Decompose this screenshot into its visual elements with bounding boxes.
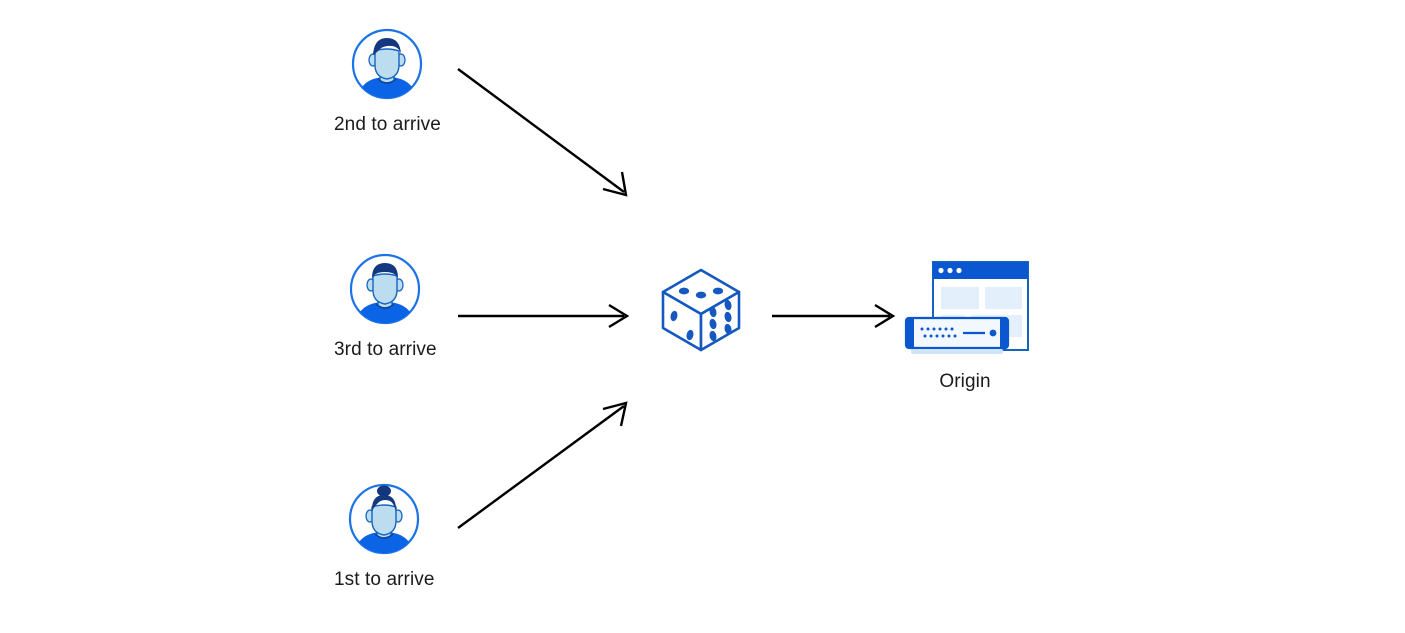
server-device-icon [904, 316, 1010, 354]
arrow-2nd-to-dice [457, 68, 628, 197]
node-randomizer[interactable] [658, 265, 744, 355]
node-label: 3rd to arrive [334, 339, 437, 360]
node-visitor-2nd[interactable]: 2nd to arrive [334, 27, 441, 134]
arrow-3rd-to-dice [458, 303, 630, 329]
dice-icon [658, 265, 744, 355]
node-label: Origin [939, 371, 991, 392]
user-avatar-icon [347, 482, 421, 556]
node-visitor-1st[interactable]: 1st to arrive [334, 482, 435, 589]
arrow-1st-to-dice [457, 401, 628, 529]
node-visitor-3rd[interactable]: 3rd to arrive [334, 252, 437, 359]
user-avatar-icon [348, 252, 422, 326]
arrow-dice-to-origin [772, 303, 896, 329]
node-origin[interactable]: Origin [900, 258, 1030, 391]
origin-server-icon [900, 258, 1030, 356]
node-label: 2nd to arrive [334, 114, 441, 135]
user-avatar-icon [350, 27, 424, 101]
node-label: 1st to arrive [334, 569, 435, 590]
